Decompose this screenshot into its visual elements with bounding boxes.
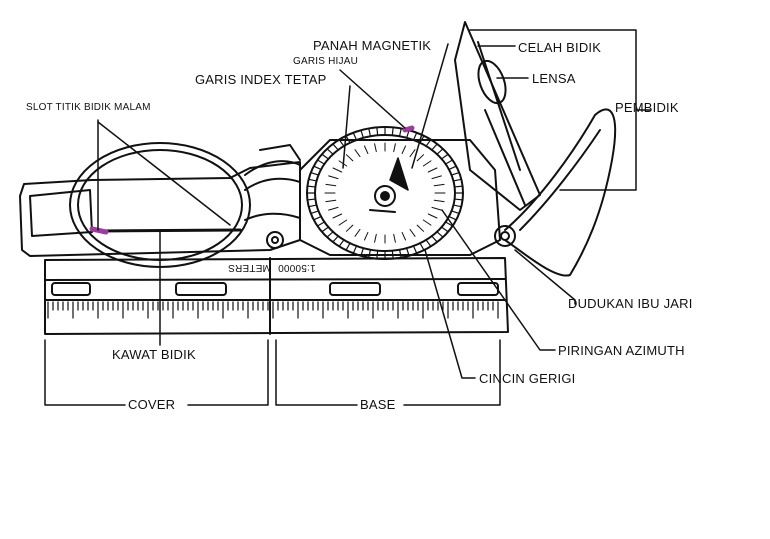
label-piringan-azimuth: PIRINGAN AZIMUTH bbox=[558, 343, 685, 358]
label-lensa: LENSA bbox=[532, 71, 576, 86]
label-garis-index-tetap: GARIS INDEX TETAP bbox=[195, 72, 327, 87]
leader-lines bbox=[44, 29, 651, 406]
base-part bbox=[44, 257, 509, 335]
scale-marking: 1:50000 bbox=[278, 262, 316, 273]
sight-assembly bbox=[454, 21, 617, 277]
label-celah-bidik: CELAH BIDIK bbox=[518, 40, 602, 55]
night-sight-slot bbox=[89, 226, 109, 235]
label-base: BASE bbox=[360, 397, 396, 412]
sighting-wire bbox=[98, 228, 242, 233]
label-panah-magnetik: PANAH MAGNETIK bbox=[313, 38, 432, 53]
label-dudukan-ibu-jari: DUDUKAN IBU JARI bbox=[568, 296, 693, 311]
compass-body bbox=[299, 125, 501, 260]
label-kawat-bidik: KAWAT BIDIK bbox=[112, 347, 196, 362]
label-garis-hijau: GARIS HIJAU bbox=[293, 56, 358, 67]
meters-marking: METERS bbox=[228, 262, 271, 273]
label-slot-titik-bidik-malam: SLOT TITIK BIDIK MALAM bbox=[26, 102, 151, 113]
label-cover: COVER bbox=[128, 397, 176, 412]
label-pembidik: PEMBIDIK bbox=[615, 100, 679, 115]
label-cincin-gerigi: CINCIN GERIGI bbox=[479, 371, 576, 386]
